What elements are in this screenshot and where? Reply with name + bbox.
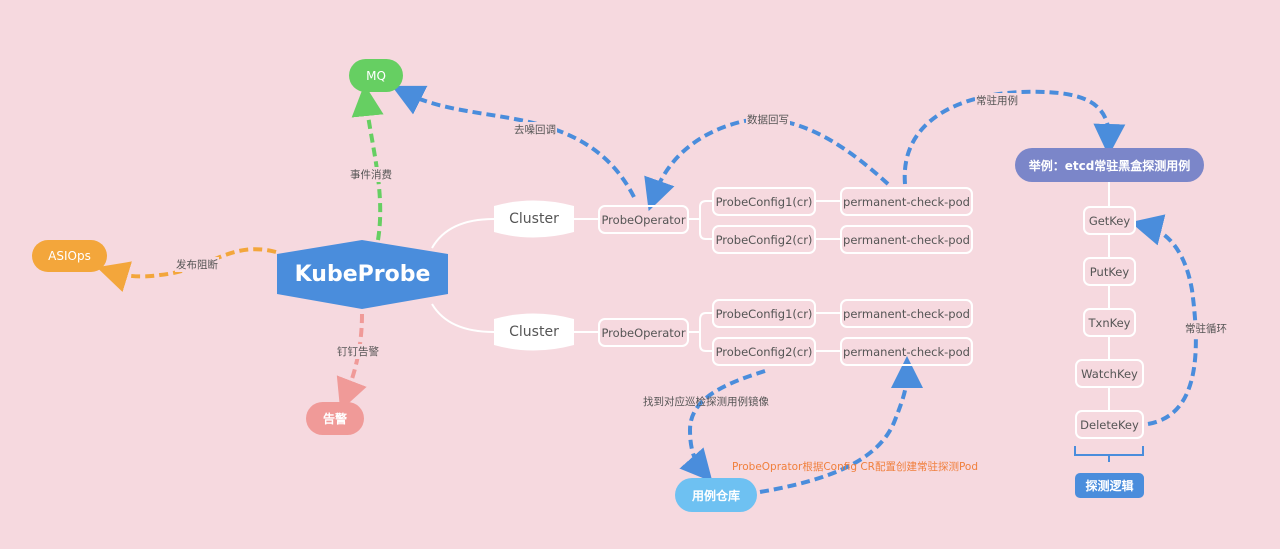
probe-operator-1[interactable]: ProbeOperator — [598, 205, 689, 234]
edge-label-resident-loop: 常驻循环 — [1184, 321, 1228, 336]
step-getkey[interactable]: GetKey — [1083, 206, 1136, 235]
cluster-shape-1 — [494, 200, 574, 238]
edge-label-create-pod: ProbeOprator根据Config CR配置创建常驻探测Pod — [732, 461, 979, 473]
permanent-check-pod-2-1[interactable]: permanent-check-pod — [840, 299, 973, 328]
edge-label-event-consume: 事件消费 — [349, 167, 393, 182]
cluster-node-1[interactable]: Cluster — [509, 211, 559, 227]
steps-bracket — [1074, 446, 1144, 462]
edge-label-find-image: 找到对应巡检探测用例镜像 — [643, 396, 769, 408]
tree-line-kubeprobe-cluster1 — [431, 218, 495, 249]
permanent-check-pod-2-2[interactable]: permanent-check-pod — [840, 337, 973, 366]
arrow-kubeprobe-asiops — [96, 247, 277, 292]
kubeprobe-hexagon — [277, 240, 448, 309]
edge-label-data-writeback: 数据回写 — [746, 112, 790, 127]
probe-config-1-1[interactable]: ProbeConfig1(cr) — [712, 187, 816, 216]
edge-label-release-block: 发布阻断 — [175, 257, 219, 272]
cluster-node-2[interactable]: Cluster — [509, 324, 559, 340]
arrow-loop-deletekey-getkey — [1130, 214, 1198, 426]
asiops-node[interactable]: ASIOps — [32, 240, 107, 272]
probe-operator-2[interactable]: ProbeOperator — [598, 318, 689, 347]
edge-label-denoise-callback: 去噪回调 — [513, 122, 557, 137]
probe-logic-node[interactable]: 探测逻辑 — [1075, 473, 1144, 498]
arrow-pod-operator — [644, 117, 890, 212]
example-title-node[interactable]: 举例：etcd常驻黑盒探测用例 — [1015, 148, 1204, 182]
tree-line-operator1-configs — [689, 200, 712, 240]
edge-label-resident-case: 常驻用例 — [975, 93, 1019, 108]
mq-node[interactable]: MQ — [349, 59, 403, 92]
arrow-repo-pod — [759, 356, 923, 494]
arrow-operator-mq — [391, 85, 636, 198]
arrow-kubeprobe-mq — [351, 84, 384, 241]
alert-node[interactable]: 告警 — [306, 402, 364, 435]
arrow-config-repo — [679, 369, 766, 483]
tree-line-kubeprobe-cluster2 — [431, 303, 495, 333]
probe-config-2-1[interactable]: ProbeConfig1(cr) — [712, 299, 816, 328]
case-repo-node[interactable]: 用例仓库 — [675, 478, 757, 512]
kubeprobe-node[interactable]: KubeProbe — [294, 261, 431, 287]
step-deletekey[interactable]: DeleteKey — [1075, 410, 1144, 439]
cluster-shape-2 — [494, 313, 574, 351]
arrow-pod-example — [902, 89, 1126, 185]
step-watchkey[interactable]: WatchKey — [1075, 359, 1144, 388]
permanent-check-pod-1-1[interactable]: permanent-check-pod — [840, 187, 973, 216]
tree-line-operator2-configs — [689, 312, 712, 352]
step-putkey[interactable]: PutKey — [1083, 257, 1136, 286]
edge-label-dingtalk-alert: 钉钉告警 — [336, 344, 380, 359]
probe-config-1-2[interactable]: ProbeConfig2(cr) — [712, 225, 816, 254]
step-txnkey[interactable]: TxnKey — [1083, 308, 1136, 337]
probe-config-2-2[interactable]: ProbeConfig2(cr) — [712, 337, 816, 366]
permanent-check-pod-1-2[interactable]: permanent-check-pod — [840, 225, 973, 254]
